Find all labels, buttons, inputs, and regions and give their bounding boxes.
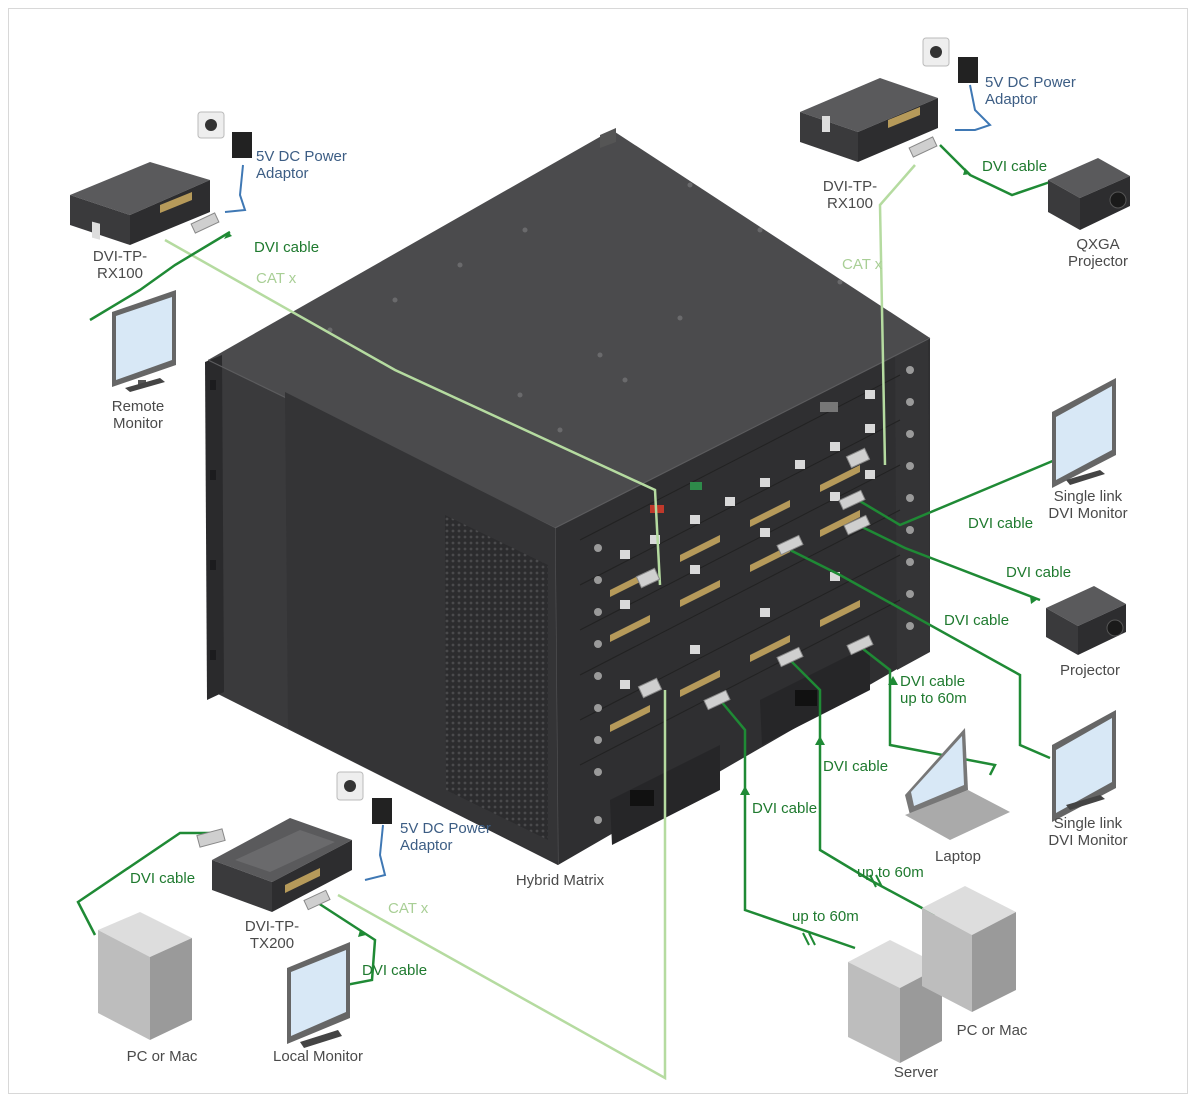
pc-mac-left-tower [98, 912, 192, 1040]
dvi-projector-label: DVI cable [1006, 564, 1072, 581]
single-link-monitor-bottom [1052, 710, 1116, 822]
power-cables [224, 84, 992, 881]
cat-bottom-label: CAT x [388, 900, 429, 917]
dvi-monitor-top-label: DVI cable [968, 515, 1034, 532]
power-adaptor-left [197, 111, 252, 158]
pc-mac-right-label: PC or Mac [956, 1022, 1028, 1039]
laptop [905, 728, 1010, 840]
rx100-right-box [800, 78, 938, 162]
hybrid-matrix-label: Hybrid Matrix [515, 872, 605, 889]
server-label: Server [893, 1064, 939, 1081]
power-adaptor-bottom [336, 771, 392, 824]
dvi-pc-left-label: DVI cable [130, 870, 196, 887]
rx-left-label: DVI-TP-RX100 [92, 248, 148, 282]
rx100-left-box [70, 162, 210, 245]
dvi-left-top-label: DVI cable [254, 239, 320, 256]
cat-cables [164, 164, 916, 1081]
tx200-box [212, 818, 352, 912]
dvi-server-label: DVI cable [752, 800, 818, 817]
dvi-local-label: DVI cable [362, 962, 428, 979]
remote-monitor [112, 290, 176, 392]
local-monitor-label: Local Monitor [272, 1048, 364, 1065]
dvi-monitor-bottom-label: DVI cable [944, 612, 1010, 629]
projector-label: Projector [1059, 662, 1121, 679]
local-monitor [287, 942, 350, 1048]
dvi-cables [76, 144, 1056, 992]
single-link-monitor-top [1052, 378, 1116, 488]
power-adaptor-right [922, 37, 978, 83]
cat-left-label: CAT x [256, 270, 297, 287]
pc-mac-left-label: PC or Mac [126, 1048, 198, 1065]
projector [1046, 586, 1126, 655]
hybrid-matrix-chassis [205, 128, 931, 866]
laptop-label: Laptop [935, 848, 981, 865]
cat-right-label: CAT x [842, 256, 883, 273]
upto-server-label: up to 60m [792, 908, 859, 925]
tx-label: DVI-TP-TX200 [244, 918, 300, 952]
qxga-projector [1048, 158, 1130, 230]
rx-right-label: DVI-TP-RX100 [822, 178, 878, 212]
dvi-pc-right-label: DVI cable [823, 758, 889, 775]
dvi-right-top-label: DVI cable [982, 158, 1048, 175]
pc-mac-right-tower [922, 886, 1016, 1012]
upto-pc-right-label: up to 60m [857, 864, 924, 881]
